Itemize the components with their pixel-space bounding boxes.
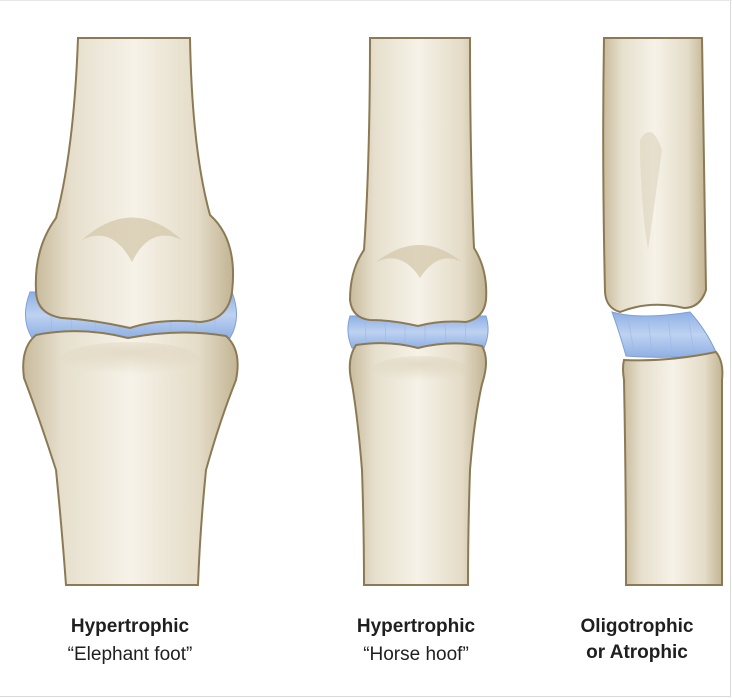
bone-upper-icon xyxy=(36,38,233,328)
panel-horse-hoof xyxy=(348,38,488,585)
caption-elephant-foot: Hypertrophic “Elephant foot” xyxy=(20,614,240,668)
caption-title: Hypertrophic xyxy=(20,614,240,640)
fracture-gap-icon xyxy=(612,312,716,357)
caption-subtitle: “Horse hoof” xyxy=(306,642,526,668)
caption-title: Oligotrophic xyxy=(552,614,722,640)
bone-lower-icon xyxy=(623,352,722,585)
caption-subtitle: “Elephant foot” xyxy=(20,642,240,668)
caption-oligotrophic: Oligotrophic or Atrophic xyxy=(552,614,722,666)
nonunion-illustration xyxy=(0,0,732,600)
panel-elephant-foot xyxy=(23,38,237,585)
caption-title: Hypertrophic xyxy=(306,614,526,640)
caption-subtitle: or Atrophic xyxy=(552,640,722,666)
caption-horse-hoof: Hypertrophic “Horse hoof” xyxy=(306,614,526,668)
panel-oligotrophic xyxy=(603,38,722,585)
bone-upper-icon xyxy=(350,38,486,326)
